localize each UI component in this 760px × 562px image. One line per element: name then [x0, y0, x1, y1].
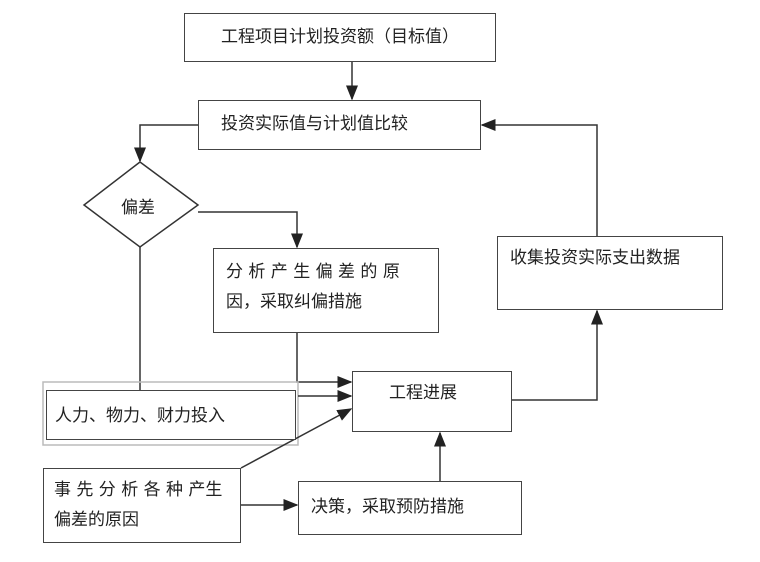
- deviation-label: 偏差: [121, 198, 155, 218]
- arrow-preanalyze-progress: [240, 408, 353, 469]
- compare-box: 投资实际值与计划值比较: [198, 100, 481, 150]
- arrow-deviation-analyze: [198, 211, 303, 249]
- inputs-outer-frame: [42, 381, 299, 446]
- arrow-collect-compare: [480, 119, 598, 236]
- arrow-progress-collect: [512, 309, 603, 401]
- arrow-analyze-progress: [296, 333, 353, 388]
- pre-analyze-box: 事 先 分 析 各 种 产生偏差的原因: [43, 468, 241, 543]
- collect-box: 收集投资实际支出数据: [497, 236, 723, 310]
- inputs-box: 人力、物力、财力投入: [46, 390, 296, 440]
- decision-box: 决策，采取预防措施: [298, 481, 522, 535]
- analyze-box: 分 析 产 生 偏 差 的 原因，采取纠偏措施: [213, 248, 439, 333]
- progress-box: 工程进展: [352, 371, 512, 432]
- arrow-compare-deviation: [134, 124, 198, 163]
- target-box: 工程项目计划投资额（目标值）: [184, 13, 496, 62]
